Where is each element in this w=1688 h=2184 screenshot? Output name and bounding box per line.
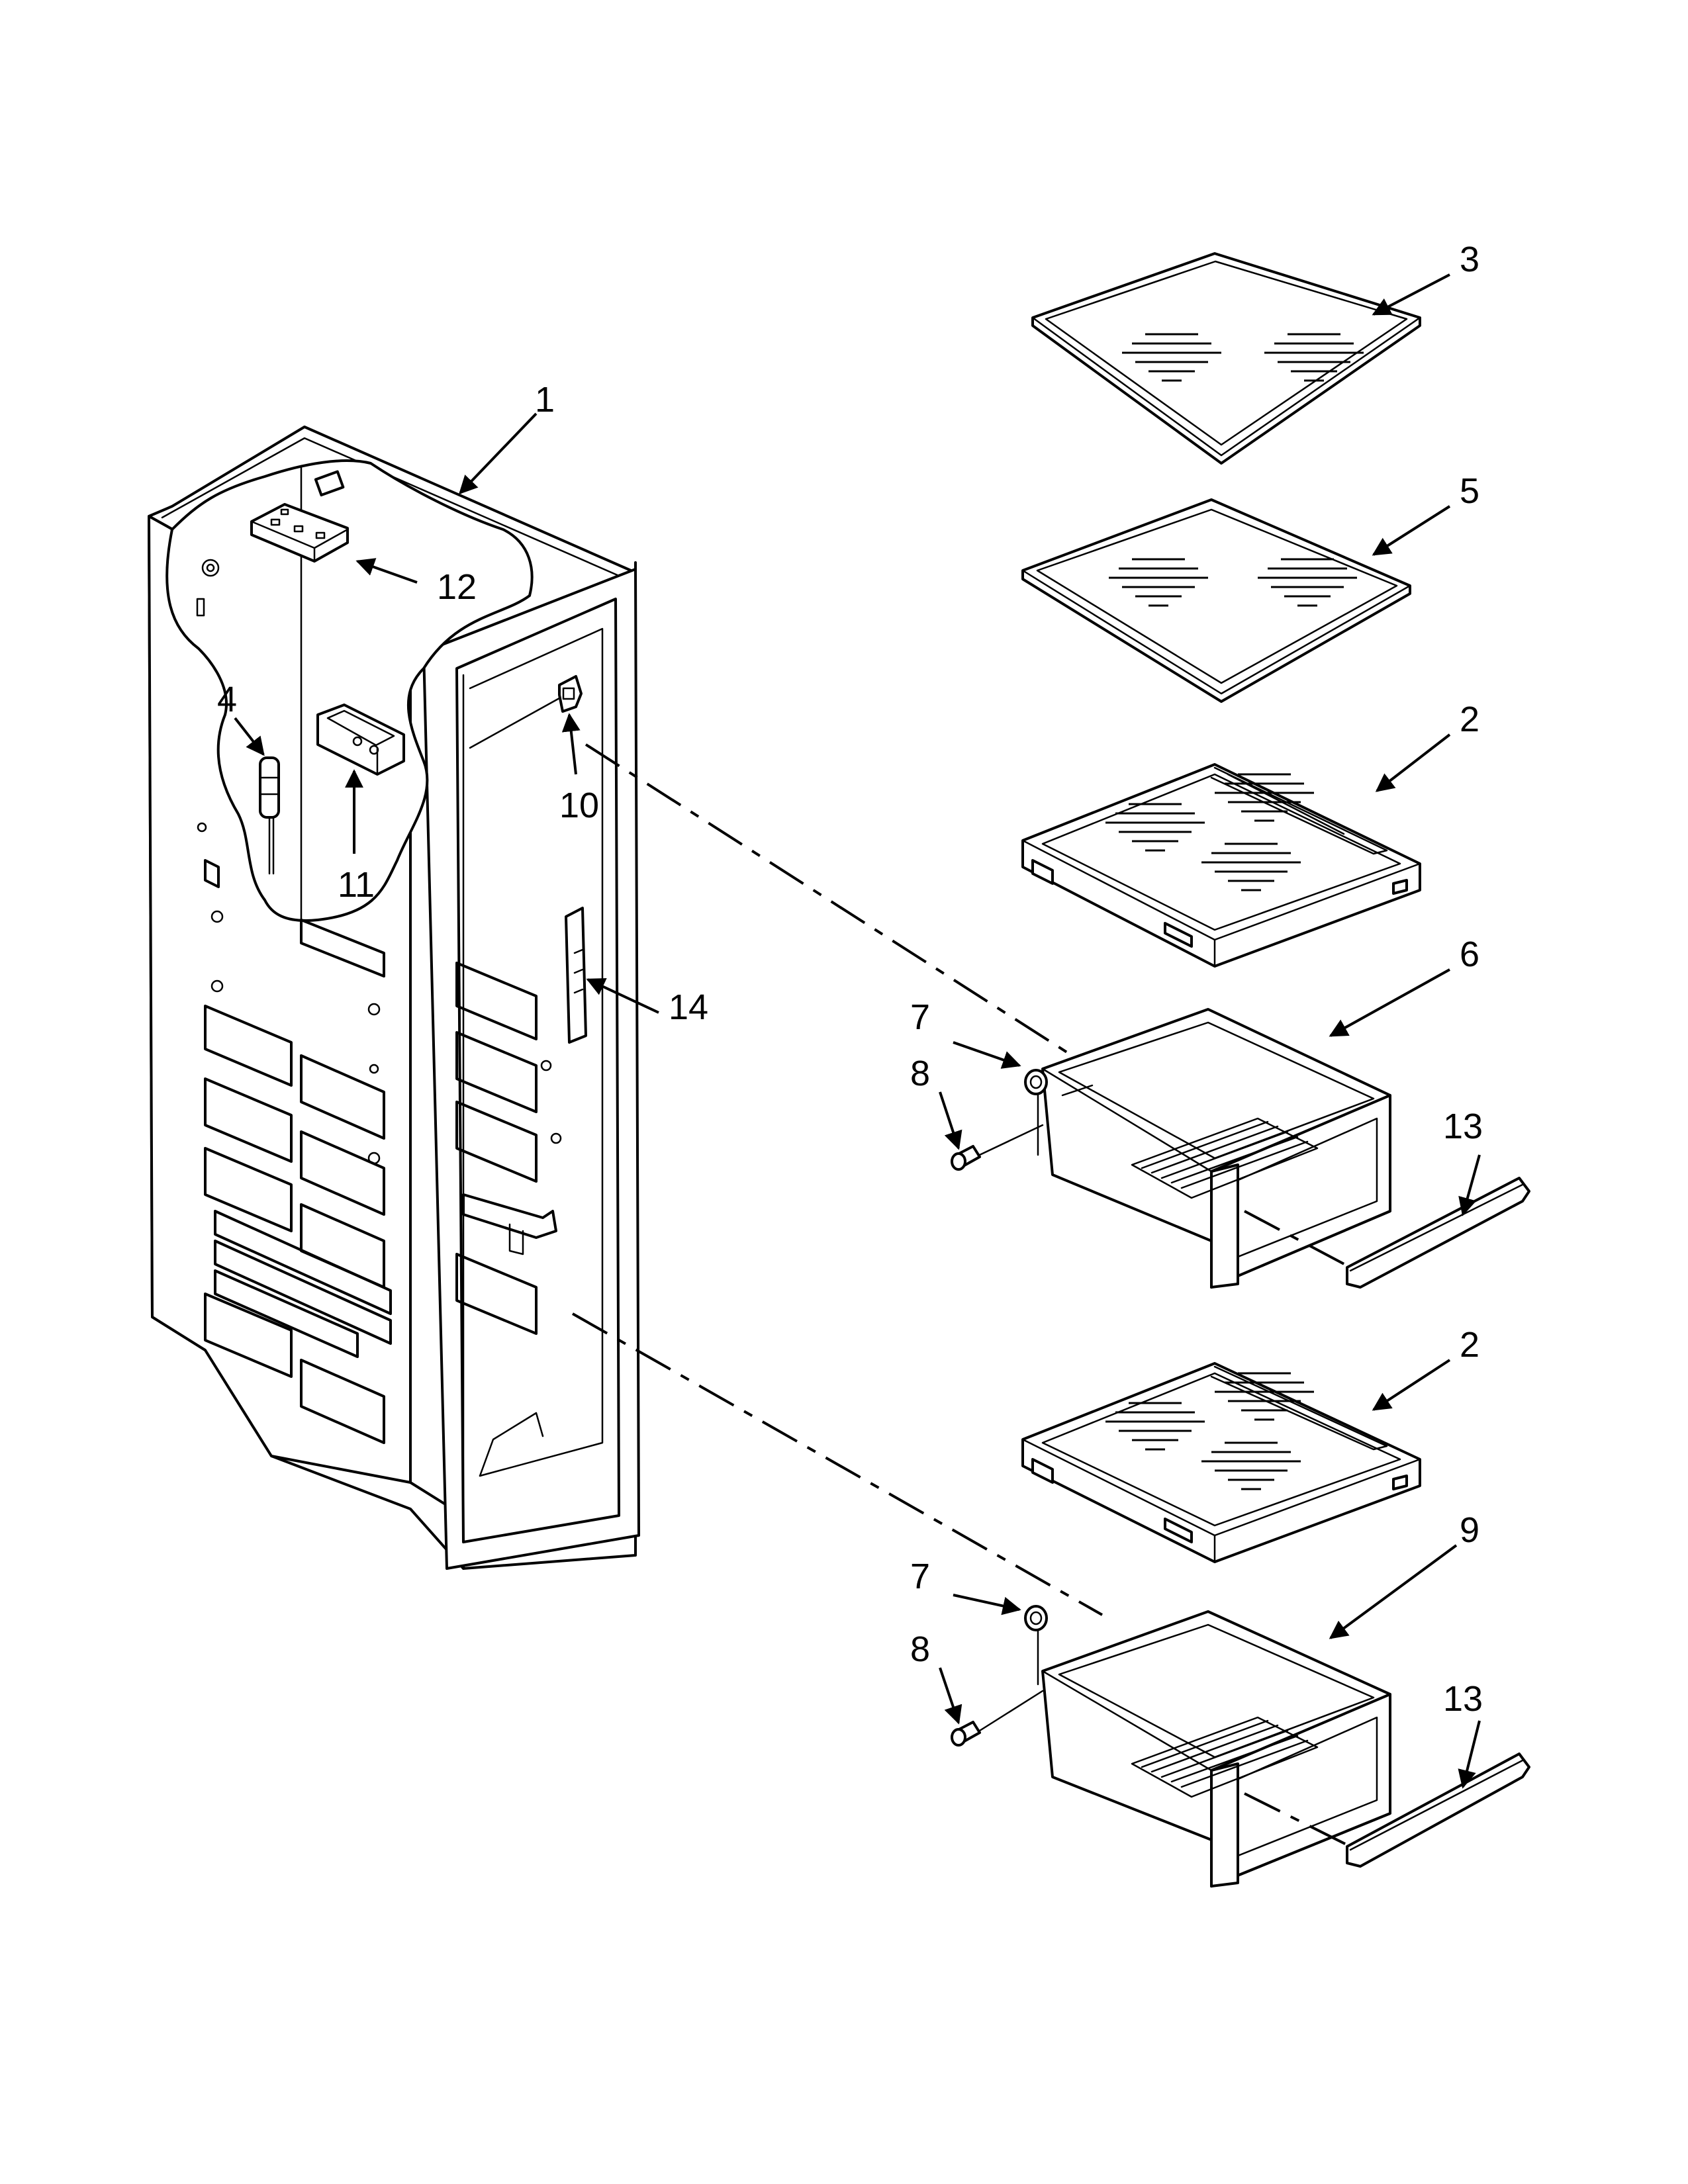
control-module-12 xyxy=(250,503,349,563)
callout-6: 6 xyxy=(1460,934,1479,974)
glass-shelf-5 xyxy=(1021,498,1411,703)
callout-8-upper: 8 xyxy=(910,1054,930,1093)
assembly-line-lower xyxy=(572,1312,1103,1616)
callout-3: 3 xyxy=(1460,240,1479,279)
screw-8-lower xyxy=(951,1690,1044,1747)
leader-lines xyxy=(234,273,1481,1789)
callout-11: 11 xyxy=(338,865,375,905)
callout-13-upper: 13 xyxy=(1443,1107,1483,1146)
switch-10 xyxy=(469,675,583,749)
assembly-line-upper xyxy=(585,743,1120,1087)
callout-5: 5 xyxy=(1460,471,1479,511)
callout-7-upper: 7 xyxy=(910,997,930,1037)
callout-9: 9 xyxy=(1460,1510,1479,1550)
crisper-drawer-6 xyxy=(1041,1008,1391,1289)
glass-shelf-3 xyxy=(1031,252,1421,465)
callout-7-lower: 7 xyxy=(910,1557,930,1596)
vent-14 xyxy=(565,907,587,1044)
sensor-4 xyxy=(259,756,280,875)
callout-13-lower: 13 xyxy=(1443,1679,1483,1719)
light-housing-11 xyxy=(316,704,405,776)
cabinet-liner xyxy=(148,426,640,1570)
trim-13-lower xyxy=(1244,1752,1530,1868)
callout-4: 4 xyxy=(217,680,237,719)
callout-10: 10 xyxy=(559,786,599,825)
callout-8-lower: 8 xyxy=(910,1629,930,1669)
callout-2-upper: 2 xyxy=(1460,700,1479,739)
roller-7-upper xyxy=(1024,1069,1048,1156)
callout-14: 14 xyxy=(669,987,708,1027)
callout-12: 12 xyxy=(437,567,477,607)
crisper-drawer-9 xyxy=(1041,1610,1391,1888)
trim-13-upper xyxy=(1244,1177,1530,1289)
roller-7-lower xyxy=(1024,1605,1048,1686)
callout-2-lower: 2 xyxy=(1460,1325,1479,1365)
crisper-cover-2-upper xyxy=(1021,763,1421,968)
screw-8-upper xyxy=(951,1124,1044,1171)
crisper-cover-2-lower xyxy=(1021,1362,1421,1563)
callout-1: 1 xyxy=(535,380,555,420)
